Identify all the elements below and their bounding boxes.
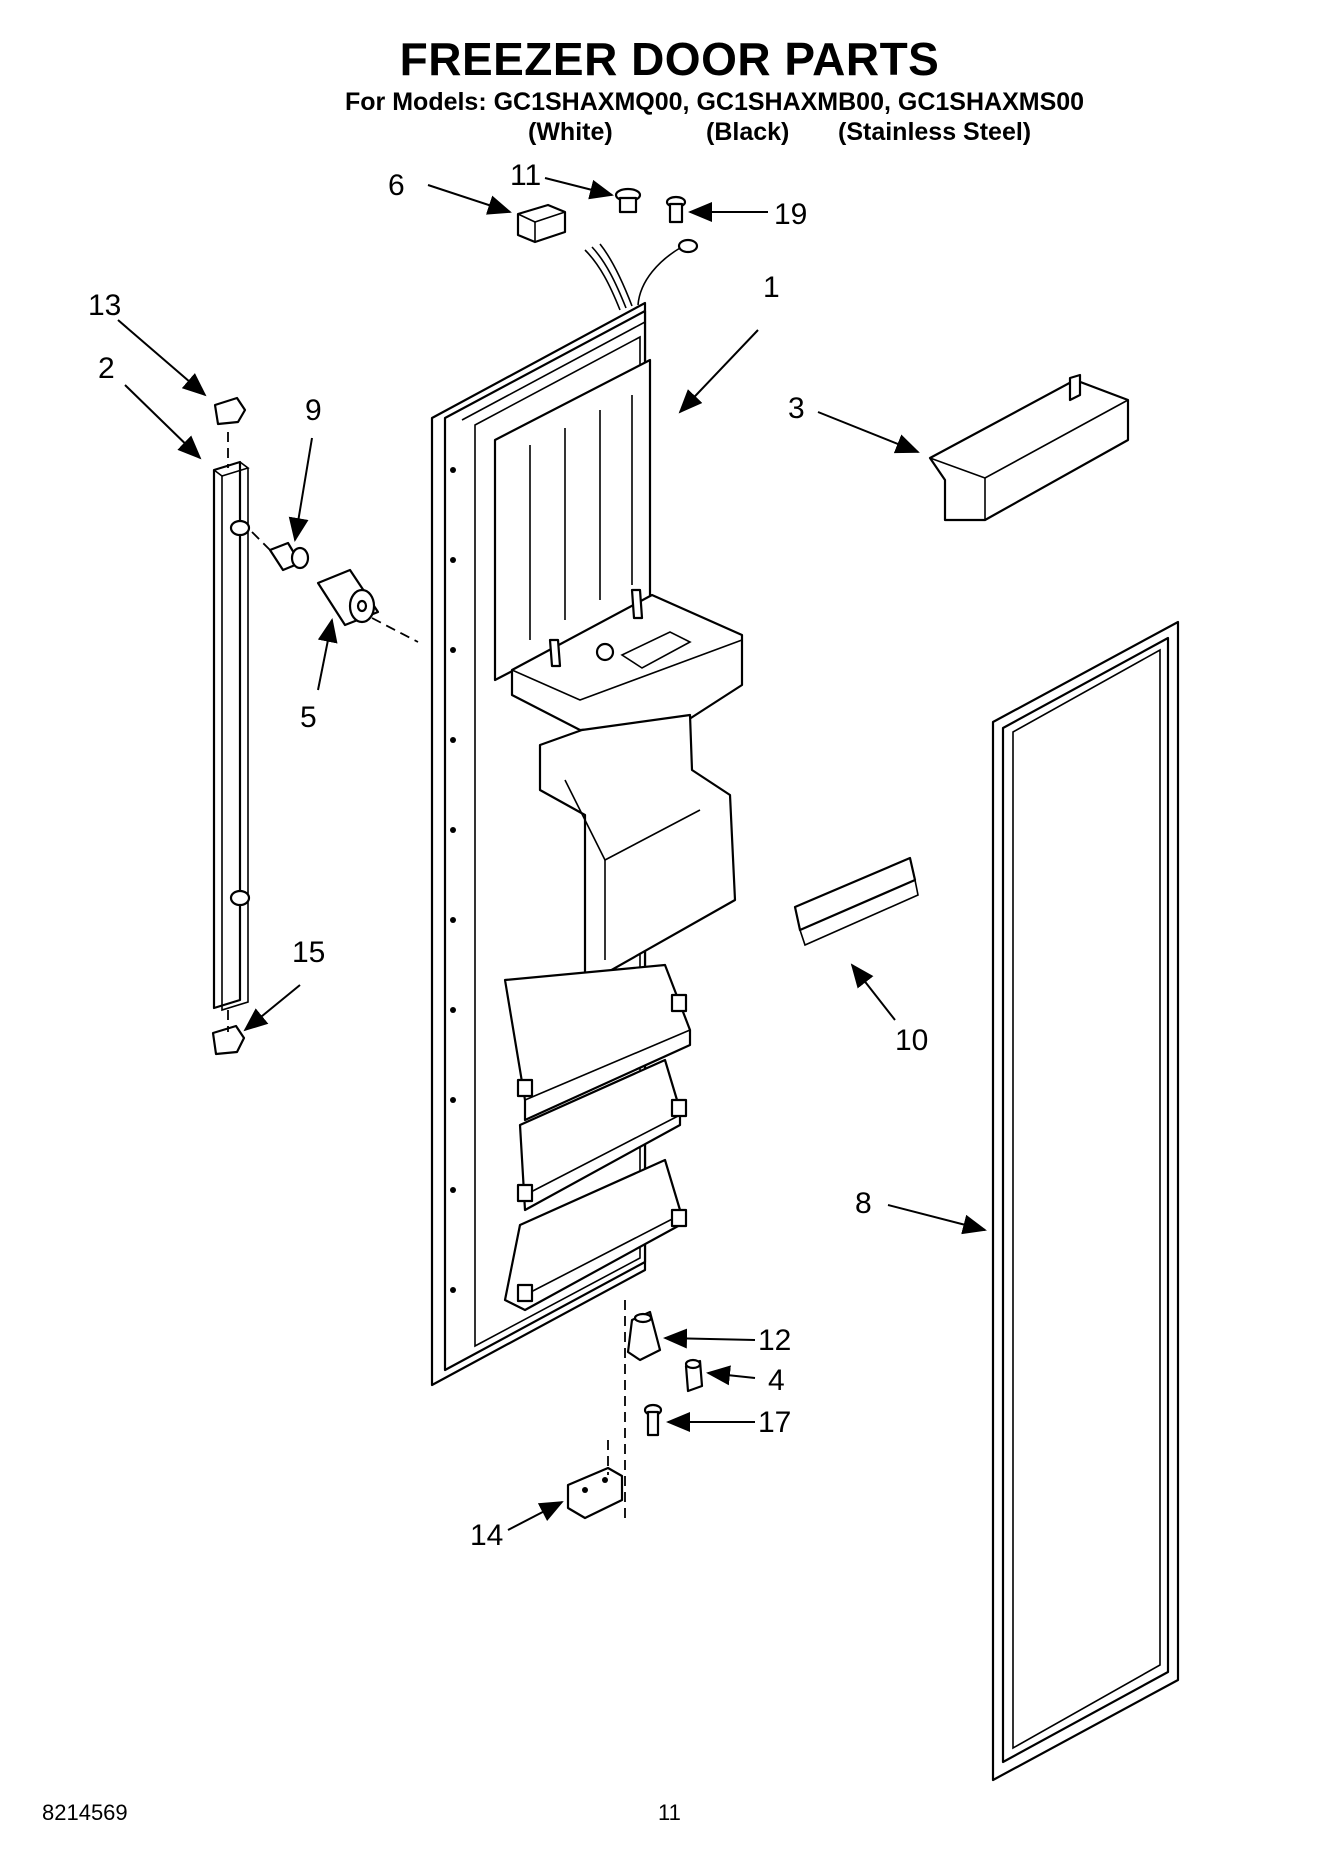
callout-2: 2 <box>98 352 115 385</box>
callout-14: 14 <box>470 1519 503 1552</box>
callout-12: 12 <box>758 1324 791 1357</box>
part-4-bushing <box>684 1358 704 1393</box>
callout-1: 1 <box>763 271 780 304</box>
callout-3: 3 <box>788 392 805 425</box>
callout-5: 5 <box>300 701 317 734</box>
part-11-plug <box>614 187 642 214</box>
color-black: (Black) <box>706 118 790 146</box>
part-8-door-gasket <box>991 620 1180 1782</box>
leader-arrows <box>117 177 987 1531</box>
callout-17: 17 <box>758 1406 791 1439</box>
part-14-lower-hinge <box>566 1466 624 1520</box>
door-assembly <box>430 301 744 1387</box>
page-number: 11 <box>658 1800 681 1825</box>
part-10-trim <box>793 856 919 947</box>
part-3-door-bin <box>928 373 1130 522</box>
callout-11: 11 <box>510 159 541 192</box>
color-white: (White) <box>528 118 613 146</box>
models-line: For Models: GC1SHAXMQ00, GC1SHAXMB00, GC… <box>345 88 1085 116</box>
part-13-end-cap <box>213 396 247 426</box>
color-stainless: (Stainless Steel) <box>838 118 1032 146</box>
callout-13: 13 <box>88 289 121 322</box>
part-6-connector <box>516 203 567 244</box>
part-17-screw <box>643 1403 663 1437</box>
wire-harness <box>584 238 699 311</box>
callout-10: 10 <box>895 1024 928 1057</box>
callout-6: 6 <box>388 169 405 202</box>
callout-9: 9 <box>305 394 322 427</box>
doc-number: 8214569 <box>42 1800 128 1825</box>
door-shelves <box>503 963 692 1312</box>
part-12-hinge-pin <box>626 1310 662 1362</box>
frame-screws <box>450 467 456 1293</box>
part-2-handle <box>212 460 251 1012</box>
callout-8: 8 <box>855 1187 872 1220</box>
part-15-end-cap <box>211 1024 246 1056</box>
callout-15: 15 <box>292 936 325 969</box>
part-5-spacer <box>316 568 380 627</box>
part-9-handle-stud <box>268 541 310 572</box>
callout-4: 4 <box>768 1364 785 1397</box>
part-19-screw <box>665 195 687 224</box>
page-title: FREEZER DOOR PARTS <box>399 33 940 85</box>
callout-19: 19 <box>774 198 807 231</box>
